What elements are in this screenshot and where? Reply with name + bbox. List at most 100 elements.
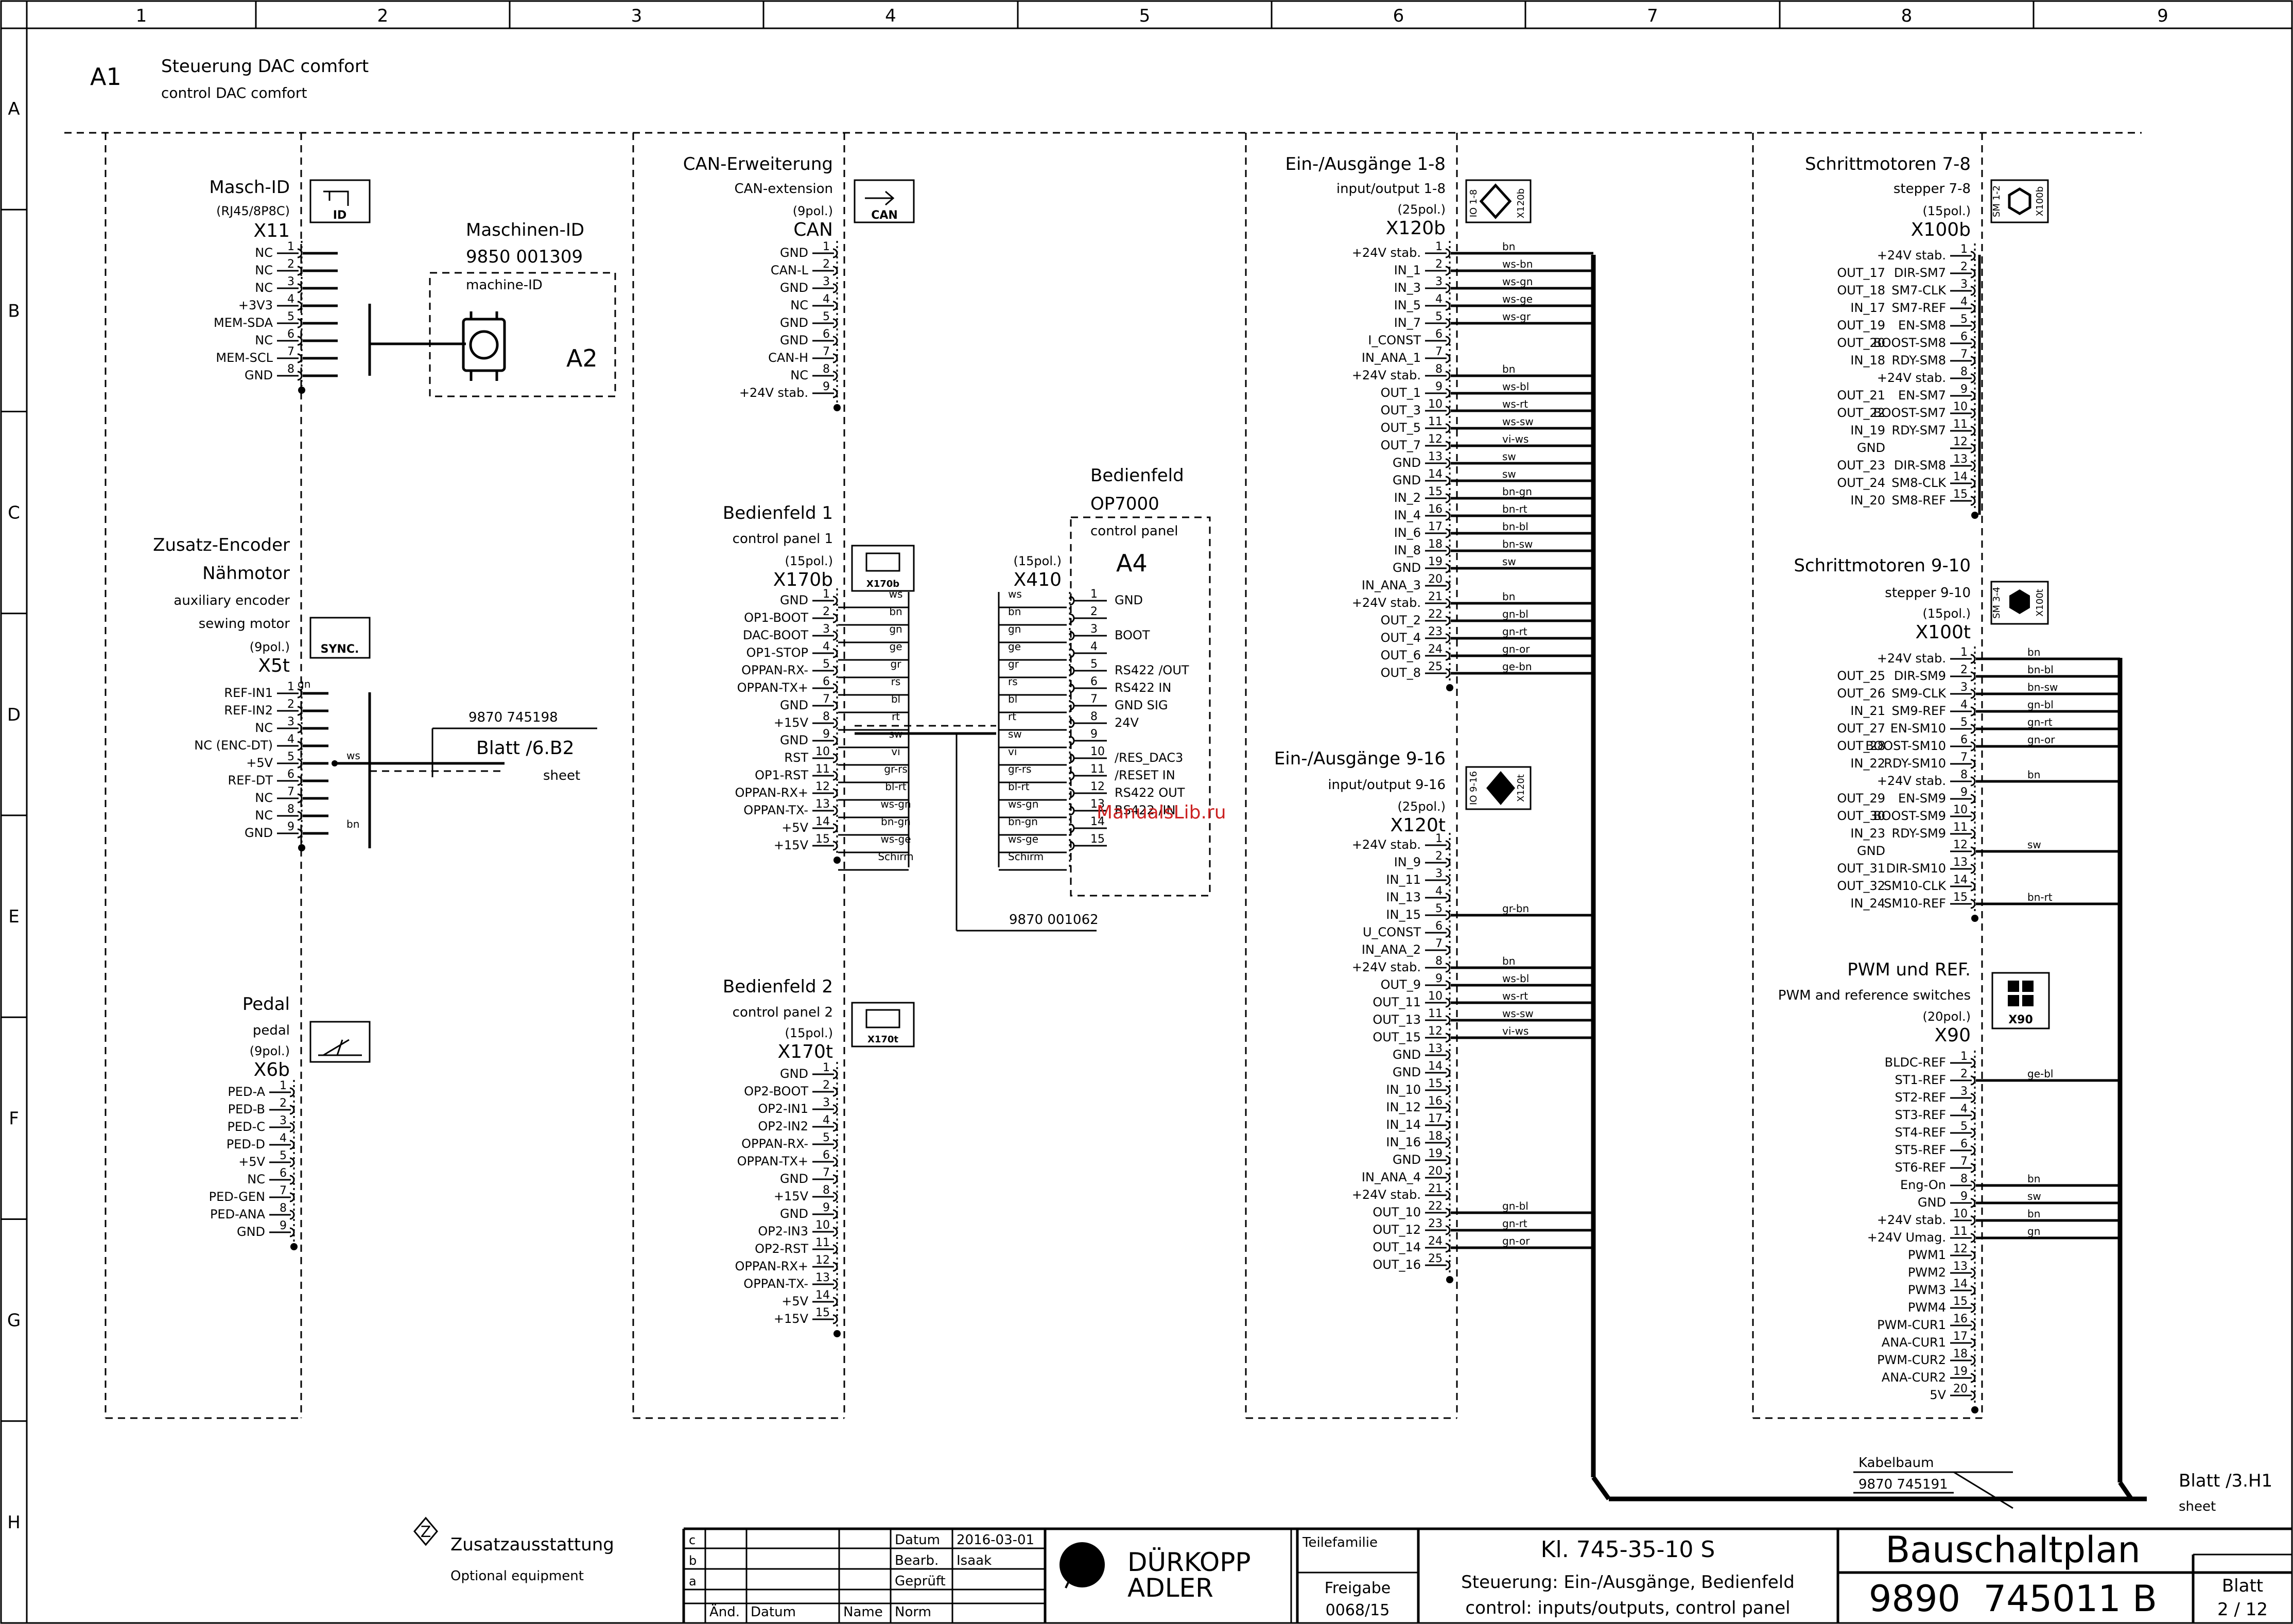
x100t-pin-label: SM10-REF <box>1884 896 1946 911</box>
x6b-pin-number: 1 <box>280 1079 287 1092</box>
x170b-pin-number: 3 <box>823 623 830 636</box>
x100t-pin-number: 6 <box>1960 734 1968 746</box>
x100t-io-label: OUT_31 <box>1837 861 1885 876</box>
x120b-wire-label: gn-rt <box>1502 625 1527 638</box>
x170b-wire-label: bl <box>891 693 900 705</box>
x170b-pin-label: +15V <box>774 838 809 852</box>
x410-wire-label: bn <box>1008 605 1021 618</box>
x410-pin-number: 14 <box>1090 815 1105 828</box>
x100b-io-label: OUT_24 <box>1837 476 1885 490</box>
x120t-pin-label: IN_12 <box>1386 1100 1421 1114</box>
grid-col-label: 7 <box>1647 6 1658 26</box>
x410-pin-number: 8 <box>1090 710 1098 723</box>
x170b-wire-label: gr <box>891 658 902 670</box>
x120b-wire-label: vi-ws <box>1502 433 1528 445</box>
x170b-pin-label: +5V <box>781 820 808 835</box>
x100t-pin-number: 14 <box>1953 874 1968 886</box>
col-norm: Norm <box>895 1604 931 1620</box>
can-pin-number: 7 <box>823 345 830 358</box>
x90-wire-label: gn <box>2027 1225 2040 1237</box>
svg-text:X170b: X170b <box>866 579 899 589</box>
company-line2: ADLER <box>1127 1573 1213 1603</box>
x120t-pin-number: 19 <box>1428 1147 1443 1160</box>
desc-en: control: inputs/outputs, control panel <box>1465 1598 1790 1618</box>
panel-icon-2: X170t <box>851 1002 915 1047</box>
a4-pin-label: RS422 /OUT <box>1115 663 1189 677</box>
x410-wire-label: ws-ge <box>1008 833 1038 845</box>
x90-pin-label: GND <box>1918 1195 1946 1210</box>
x100b-pin-number: 3 <box>1960 278 1968 291</box>
id-icon: ID <box>309 179 371 223</box>
x100b-pin-label: BOOST-SM7 <box>1873 406 1946 420</box>
x100t-pin-label: RDY-SM10 <box>1884 756 1946 771</box>
watermark: ManualsLib.ru <box>1097 802 1226 823</box>
x11-pin-number: 1 <box>287 240 294 253</box>
x170b-pin-label: OP1-RST <box>755 768 808 782</box>
x120b-wire-label: ws-rt <box>1502 398 1528 410</box>
x100b-pin-number: 14 <box>1953 470 1968 483</box>
col-aend: Änd. <box>709 1603 740 1620</box>
desc-de: Steuerung: Ein-/Ausgänge, Bedienfeld <box>1461 1572 1795 1593</box>
x120t-pin-number: 9 <box>1435 972 1443 985</box>
x90-pin-label: PWM-CUR1 <box>1877 1318 1946 1332</box>
x170b-pin-label: OPPAN-TX+ <box>737 680 808 695</box>
x120t-pin-number: 2 <box>1435 850 1443 863</box>
x100t-io-label: OUT_32 <box>1837 879 1885 893</box>
x5t-ref-sheet: sheet <box>543 768 580 783</box>
x120b-pin-label: OUT_5 <box>1381 421 1421 435</box>
x410-wire-label: bl <box>1008 693 1017 705</box>
x120b-title: Ein-/Ausgänge 1-8 <box>1285 154 1446 174</box>
grid-row-label: A <box>8 99 20 119</box>
x120b-pin-number: 9 <box>1435 380 1443 393</box>
company-line1: DÜRKOPP <box>1127 1547 1251 1577</box>
x100t-wire-label: gn-rt <box>2027 716 2053 728</box>
x120t-pin-label: OUT_10 <box>1373 1205 1421 1219</box>
x170b-pin-label: OPPAN-TX- <box>743 803 808 817</box>
a2-tag: A2 <box>566 344 598 372</box>
grid-col-label: 6 <box>1393 6 1404 26</box>
grid-col-label: 1 <box>136 6 147 26</box>
x90-pin-label: ANA-CUR2 <box>1882 1370 1946 1385</box>
can-pin-label: NC <box>790 298 808 312</box>
datum-value: 2016-03-01 <box>957 1532 1034 1548</box>
x120b-wire-label: sw <box>1502 450 1516 463</box>
x100t-pin-number: 11 <box>1953 821 1968 834</box>
x410-wire-label: gr-rs <box>1008 763 1032 775</box>
a2-sub: machine-ID <box>466 277 543 293</box>
x90-name: X90 <box>1935 1025 1971 1046</box>
x170b-pin-label: OP1-BOOT <box>744 610 808 625</box>
x5t-pin-label: NC (ENC-DT) <box>194 738 273 753</box>
x120b-pin-label: OUT_2 <box>1381 613 1421 627</box>
x100b-pin-number: 5 <box>1960 313 1968 326</box>
revision-row-label: c <box>689 1533 696 1547</box>
x6b-pin-label: GND <box>237 1225 265 1239</box>
x170t-pin-number: 9 <box>823 1201 830 1214</box>
x100t-pin-number: 5 <box>1960 716 1968 729</box>
x100t-pin-label: SM9-REF <box>1891 704 1946 718</box>
x170t-pin-number: 15 <box>815 1306 830 1319</box>
a4-tag: A4 <box>1116 549 1148 577</box>
svg-text:X170t: X170t <box>867 1034 898 1045</box>
x170t-pin-label: OPPAN-RX- <box>741 1137 808 1151</box>
x170b-pin-number: 10 <box>815 745 830 758</box>
x100t-wire-label: bn <box>2027 646 2040 658</box>
x120b-pin-label: OUT_3 <box>1381 403 1421 417</box>
x6b-pin-number: 8 <box>280 1202 287 1215</box>
x100t-pin-number: 15 <box>1953 891 1968 904</box>
revision-row-label: a <box>689 1574 697 1588</box>
x100b-pin-label: EN-SM8 <box>1898 318 1946 333</box>
x120t-pin-label: IN_ANA_2 <box>1362 942 1421 957</box>
x100b-io-label: OUT_17 <box>1837 266 1885 280</box>
can-pin-label: NC <box>790 368 808 382</box>
x410-wire-label: rt <box>1008 710 1016 723</box>
x120t-pin-number: 3 <box>1435 867 1443 880</box>
x120t-pin-label: OUT_16 <box>1373 1258 1421 1272</box>
a2-title: Maschinen-ID <box>466 220 584 240</box>
x6b-pin-number: 4 <box>280 1132 287 1145</box>
x120t-pin-number: 5 <box>1435 902 1443 915</box>
grid-col-label: 9 <box>2157 6 2168 26</box>
can-pin-number: 2 <box>823 258 830 271</box>
